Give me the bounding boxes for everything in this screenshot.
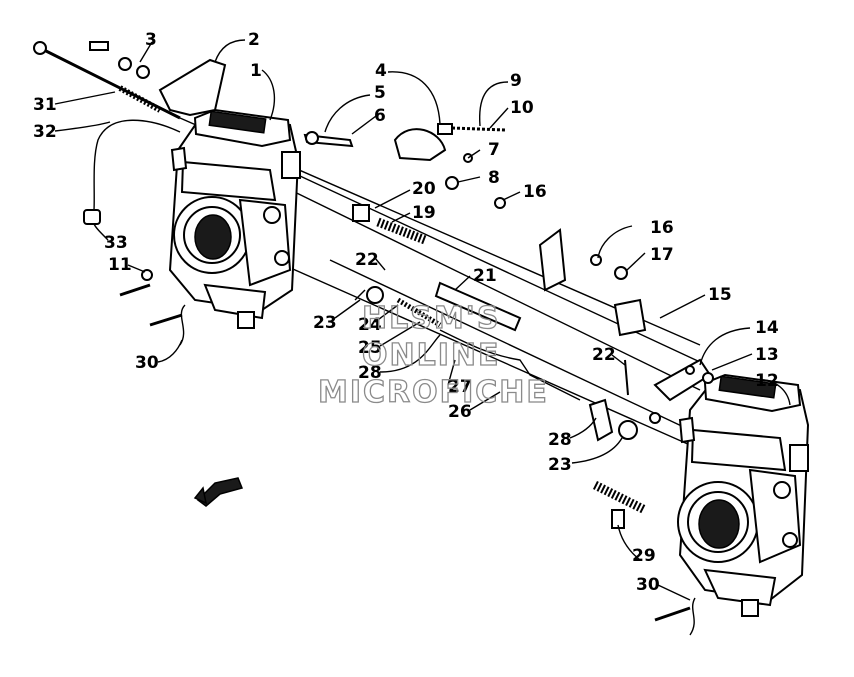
callout-20: 20 [412,179,436,199]
callout-24: 24 [358,315,382,335]
callout-2: 2 [248,30,260,50]
callout-19: 19 [412,203,436,223]
callout-22b: 22 [592,345,616,365]
callout-9: 9 [510,71,522,91]
callout-31: 31 [33,95,57,115]
callout-16a: 16 [523,182,547,202]
watermark-line-1: HLSM'S [362,301,500,336]
callout-17: 17 [650,245,674,265]
middle-parts [354,281,661,442]
callout-26: 26 [448,402,472,422]
callout-33: 33 [104,233,128,253]
watermark-line-2: ONLINE [362,338,501,373]
callout-28b: 28 [548,430,572,450]
callout-16b: 16 [650,218,674,238]
callout-23a: 23 [313,313,337,333]
callout-5: 5 [374,83,386,103]
callout-32: 32 [33,122,57,142]
callout-15: 15 [708,285,732,305]
lower-right-parts [592,358,714,636]
callout-10: 10 [510,98,534,118]
callout-29: 29 [632,546,656,566]
callout-28a: 28 [358,363,382,383]
callout-4: 4 [375,61,387,81]
callout-6: 6 [374,106,386,126]
left-carburetor [168,108,301,329]
callout-27: 27 [448,377,472,397]
upper-left-parts [33,41,227,346]
watermark-line-3: MICROFICHE [318,375,549,410]
callout-13: 13 [755,345,779,365]
callout-12: 12 [755,371,779,391]
callout-21: 21 [473,266,497,286]
leader-lines [54,39,791,601]
callout-11: 11 [108,255,132,275]
callout-14: 14 [755,318,779,338]
callout-25: 25 [358,338,382,358]
callout-3: 3 [145,30,157,50]
callout-30a: 30 [135,353,159,373]
callout-labels: 1 2 3 4 5 6 7 8 9 10 11 12 13 14 15 16 1… [33,30,779,595]
watermark: HLSM'S ONLINE MICROFICHE [317,300,549,410]
upper-middle-parts [303,123,647,337]
front-arrow-icon [193,477,244,507]
right-carburetor [677,373,810,617]
callout-23b: 23 [548,455,572,475]
callout-22a: 22 [355,250,379,270]
callout-8: 8 [488,168,500,188]
callout-1: 1 [250,61,262,81]
callout-7: 7 [488,140,500,160]
callout-30b: 30 [636,575,660,595]
